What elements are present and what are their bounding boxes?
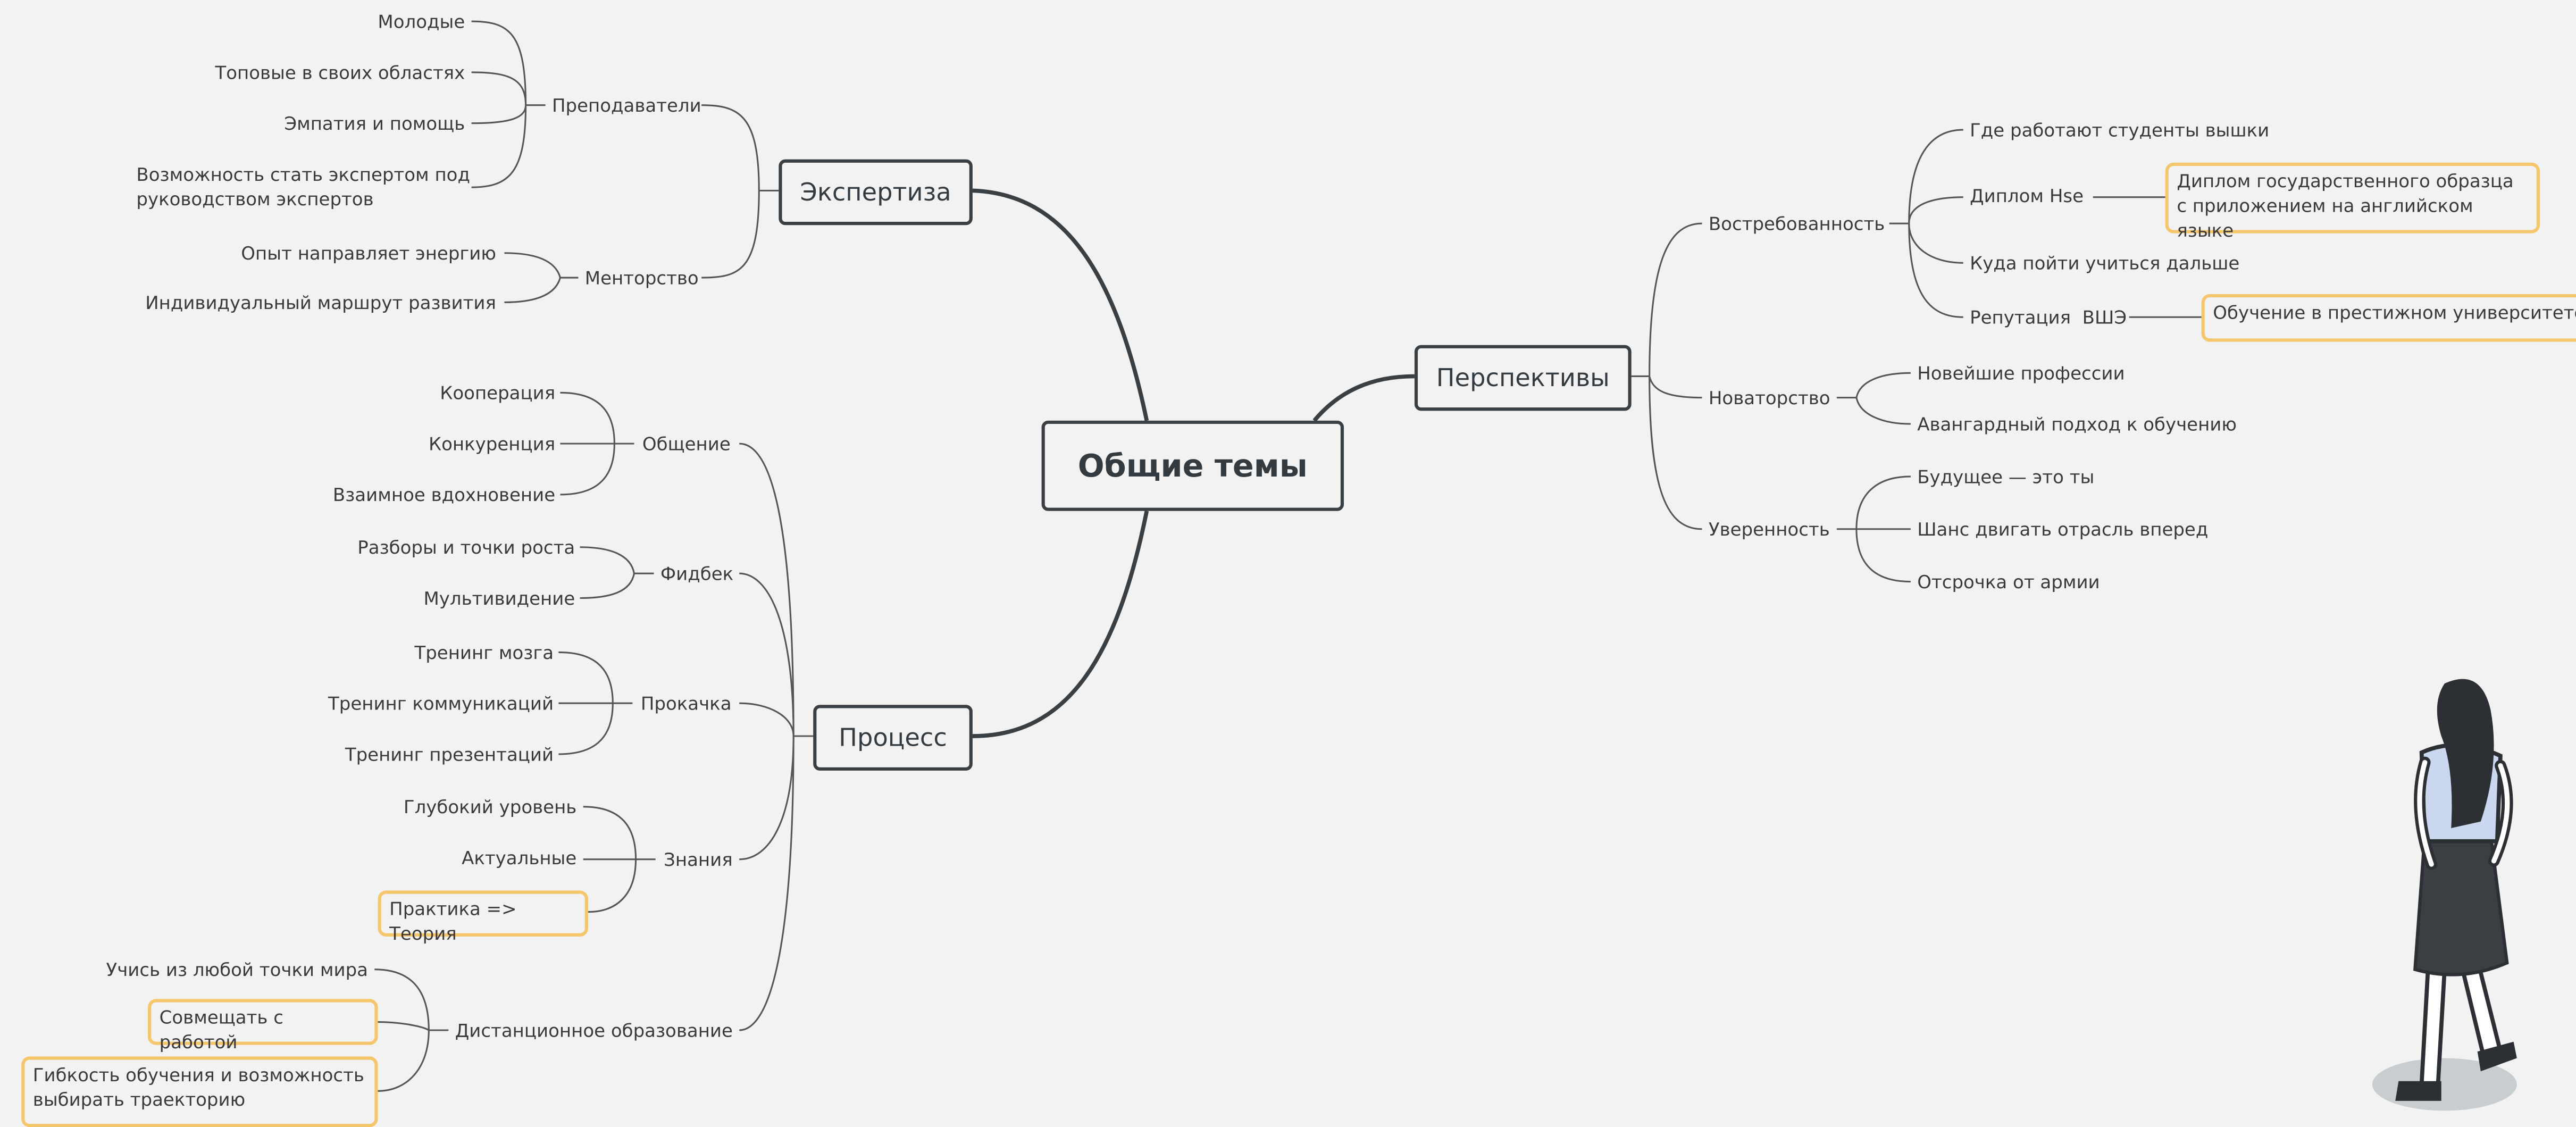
leaf-study-further[interactable]: Куда пойти учиться дальше xyxy=(1970,253,2240,274)
subtopic-innovation[interactable]: Новаторство xyxy=(1708,388,1830,410)
leaf-top-experts[interactable]: Топовые в своих областях xyxy=(215,62,465,84)
topic-prospects[interactable]: Перспективы xyxy=(1414,345,1632,411)
leaf-anywhere[interactable]: Учись из любой точки мира xyxy=(106,959,369,981)
leaf-become-expert[interactable]: Возможность стать экспертом под руководс… xyxy=(136,164,470,211)
subtopic-feedback[interactable]: Фидбек xyxy=(660,563,734,585)
subtopic-knowledge[interactable]: Знания xyxy=(664,849,733,871)
leaf-move-industry[interactable]: Шанс двигать отрасль вперед xyxy=(1917,519,2209,541)
woman-illustration xyxy=(2372,679,2517,1111)
leaf-practice-theory[interactable]: Практика => Теория xyxy=(378,890,588,945)
leaf-reviews[interactable]: Разборы и точки роста xyxy=(357,537,575,559)
leaf-communication-training[interactable]: Тренинг коммуникаций xyxy=(328,693,554,715)
leaf-presentation-training[interactable]: Тренинг презентаций xyxy=(345,744,554,766)
leaf-cooperation[interactable]: Кооперация xyxy=(440,382,556,404)
leaf-individual-route[interactable]: Индивидуальный маршрут развития xyxy=(145,292,496,314)
leaf-future-is-you[interactable]: Будущее — это ты xyxy=(1917,466,2095,488)
leaf-actual[interactable]: Актуальные xyxy=(462,848,577,870)
subtopic-upgrade[interactable]: Прокачка xyxy=(640,693,732,715)
note-diploma[interactable]: Диплом государственного образца с прилож… xyxy=(2165,162,2540,241)
leaf-inspiration[interactable]: Взаимное вдохновение xyxy=(332,485,556,506)
subtopic-mentoring[interactable]: Менторство xyxy=(584,268,699,289)
leaf-flexibility[interactable]: Гибкость обучения и возможность выбирать… xyxy=(21,1056,378,1127)
leaf-avant-garde[interactable]: Авангардный подход к обучению xyxy=(1917,414,2237,436)
leaf-multivision[interactable]: Мультивидение xyxy=(423,588,575,610)
leaf-where-work[interactable]: Где работают студенты вышки xyxy=(1970,120,2270,141)
leaf-competition[interactable]: Конкуренция xyxy=(429,433,556,455)
leaf-reputation[interactable]: Репутация ВШЭ xyxy=(1970,307,2127,329)
topic-expertise[interactable]: Экспертиза xyxy=(779,159,973,226)
subtopic-communication[interactable]: Общение xyxy=(642,433,731,455)
subtopic-teachers[interactable]: Преподаватели xyxy=(552,95,701,117)
subtopic-distance[interactable]: Дистанционное образование xyxy=(455,1020,733,1042)
leaf-deep-level[interactable]: Глубокий уровень xyxy=(403,797,577,819)
leaf-new-professions[interactable]: Новейшие профессии xyxy=(1917,363,2125,385)
leaf-diploma[interactable]: Диплом Hse xyxy=(1970,186,2084,207)
leaf-combine-work[interactable]: Совмещать с работой xyxy=(148,999,378,1053)
note-reputation[interactable]: Обучение в престижном университете xyxy=(2201,294,2576,342)
leaf-brain-training[interactable]: Тренинг мозга xyxy=(414,642,554,664)
topic-process[interactable]: Процесс xyxy=(813,705,973,771)
subtopic-demand[interactable]: Востребованность xyxy=(1708,213,1885,235)
leaf-experience[interactable]: Опыт направляет энергию xyxy=(241,243,496,265)
root-topic[interactable]: Общие темы xyxy=(1041,420,1344,511)
leaf-empathy[interactable]: Эмпатия и помощь xyxy=(284,113,465,135)
leaf-young[interactable]: Молодые xyxy=(378,11,465,33)
subtopic-confidence[interactable]: Уверенность xyxy=(1708,519,1830,541)
leaf-army-deferral[interactable]: Отсрочка от армии xyxy=(1917,572,2100,594)
